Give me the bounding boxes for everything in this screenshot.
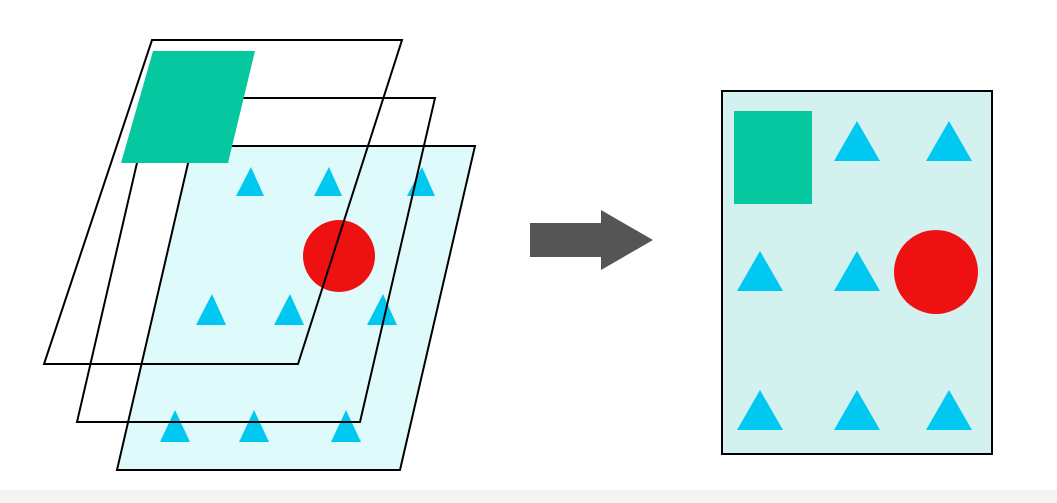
merged-result xyxy=(721,90,993,455)
stacked-layers xyxy=(42,39,477,471)
triangle-icon xyxy=(926,390,972,430)
green-block xyxy=(734,111,812,204)
layer-middle xyxy=(75,97,437,423)
triangle-icon xyxy=(274,294,304,325)
triangle-icon xyxy=(737,390,783,430)
triangle-icon xyxy=(834,390,880,430)
triangle-icon xyxy=(737,251,783,291)
right-arrow-icon xyxy=(530,210,653,270)
green-block xyxy=(121,51,255,163)
right-triangles xyxy=(737,121,972,430)
triangle-icon xyxy=(331,410,361,442)
triangle-icon xyxy=(314,167,342,196)
layer-top xyxy=(42,39,404,365)
triangle-icon xyxy=(239,410,269,442)
triangle-icon xyxy=(196,294,226,325)
triangle-icon xyxy=(160,410,190,442)
triangle-icon xyxy=(236,167,264,196)
triangle-icon xyxy=(834,251,880,291)
circle-icon xyxy=(894,230,978,314)
triangle-icon xyxy=(926,121,972,161)
triangle-icon xyxy=(834,121,880,161)
bottom-bar xyxy=(0,490,1057,503)
circle-icon xyxy=(303,220,375,292)
triangle-icon xyxy=(367,294,397,325)
